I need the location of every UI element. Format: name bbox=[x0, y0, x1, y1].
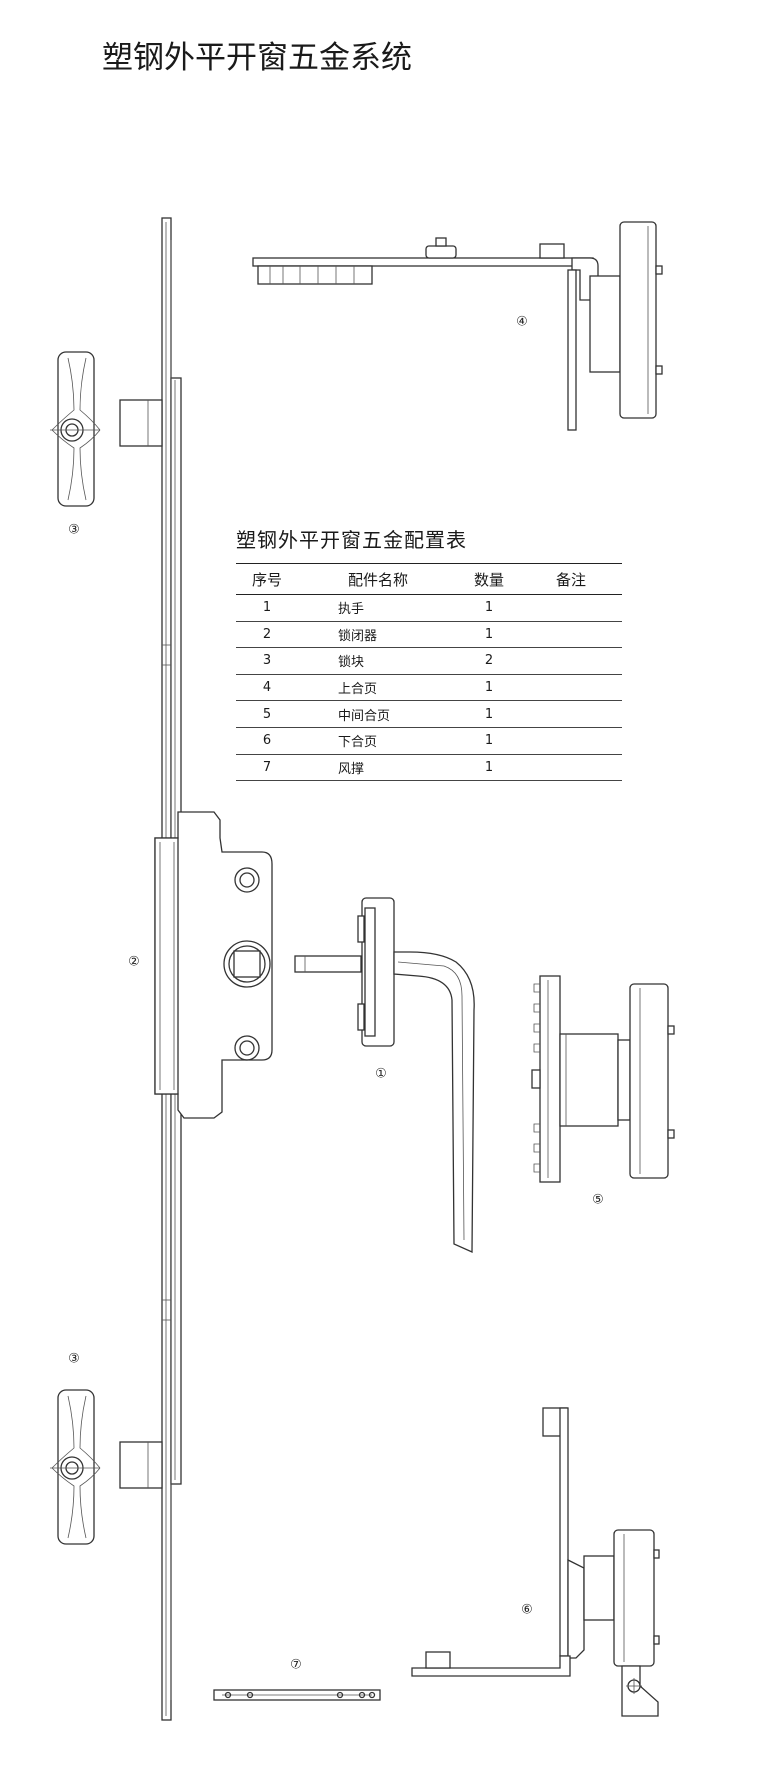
row-name: 上合页 bbox=[298, 674, 458, 702]
middle-hinge-drawing bbox=[531, 975, 675, 1183]
row-qty: 2 bbox=[458, 647, 520, 675]
handle-drawing bbox=[294, 897, 475, 1253]
svg-text:②: ② bbox=[128, 955, 140, 970]
callout-lock-bar: ② bbox=[128, 955, 140, 970]
row-qty: 1 bbox=[458, 594, 520, 622]
row-no: 1 bbox=[236, 594, 298, 622]
table-row: 1 执手 1 bbox=[236, 594, 622, 622]
row-name: 下合页 bbox=[298, 727, 458, 755]
svg-text:⑦: ⑦ bbox=[290, 1658, 302, 1673]
row-qty: 1 bbox=[458, 621, 520, 649]
callout-friction-stay: ⑦ bbox=[290, 1658, 302, 1673]
row-note bbox=[520, 754, 622, 782]
config-table-header-row: 序号 配件名称 数量 备注 bbox=[236, 563, 622, 595]
row-no: 4 bbox=[236, 674, 298, 702]
table-row: 3 锁块 2 bbox=[236, 647, 622, 675]
lock-block-bottom-drawing bbox=[50, 1389, 163, 1545]
config-table-block: 塑钢外平开窗五金配置表 序号 配件名称 数量 备注 1 执手 1 2 锁闭器 1 bbox=[236, 524, 622, 782]
row-note bbox=[520, 727, 622, 755]
table-row: 6 下合页 1 bbox=[236, 727, 622, 755]
callout-bottom-hinge: ⑥ bbox=[521, 1603, 533, 1618]
table-row: 4 上合页 1 bbox=[236, 674, 622, 702]
row-no: 6 bbox=[236, 727, 298, 755]
row-name: 中间合页 bbox=[298, 700, 458, 728]
table-row: 7 风撑 1 bbox=[236, 754, 622, 782]
row-qty: 1 bbox=[458, 700, 520, 728]
row-note bbox=[520, 700, 622, 728]
friction-stay-drawing bbox=[213, 1689, 381, 1701]
row-no: 7 bbox=[236, 754, 298, 782]
row-no: 3 bbox=[236, 647, 298, 675]
row-name: 锁闭器 bbox=[298, 621, 458, 649]
row-note bbox=[520, 674, 622, 702]
callout-lock-block-top: ③ bbox=[68, 523, 80, 538]
row-qty: 1 bbox=[458, 727, 520, 755]
header-name: 配件名称 bbox=[298, 563, 458, 595]
svg-text:③: ③ bbox=[68, 523, 80, 538]
row-qty: 1 bbox=[458, 754, 520, 782]
row-name: 执手 bbox=[298, 594, 458, 622]
config-table-title: 塑钢外平开窗五金配置表 bbox=[236, 528, 467, 552]
lock-block-top-drawing bbox=[50, 351, 163, 507]
callout-lock-block-bottom: ③ bbox=[68, 1352, 80, 1367]
row-name: 锁块 bbox=[298, 647, 458, 675]
svg-text:⑥: ⑥ bbox=[521, 1603, 533, 1618]
gearbox-drawing bbox=[154, 811, 273, 1119]
row-name: 风撑 bbox=[298, 754, 458, 782]
svg-text:⑤: ⑤ bbox=[592, 1193, 604, 1208]
page-title: 塑钢外平开窗五金系统 bbox=[102, 40, 412, 76]
callout-middle-hinge: ⑤ bbox=[592, 1193, 604, 1208]
row-note bbox=[520, 621, 622, 649]
table-row: 2 锁闭器 1 bbox=[236, 621, 622, 649]
row-note bbox=[520, 647, 622, 675]
table-row: 5 中间合页 1 bbox=[236, 700, 622, 728]
header-qty: 数量 bbox=[458, 563, 520, 595]
svg-text:③: ③ bbox=[68, 1352, 80, 1367]
row-no: 2 bbox=[236, 621, 298, 649]
row-note bbox=[520, 594, 622, 622]
row-no: 5 bbox=[236, 700, 298, 728]
svg-text:④: ④ bbox=[516, 315, 528, 330]
config-table: 序号 配件名称 数量 备注 1 执手 1 2 锁闭器 1 3 锁块 bbox=[236, 563, 622, 782]
top-hinge-drawing bbox=[252, 221, 663, 431]
callout-handle: ① bbox=[375, 1067, 387, 1082]
header-note: 备注 bbox=[520, 563, 622, 595]
svg-text:①: ① bbox=[375, 1067, 387, 1082]
bottom-hinge-drawing bbox=[411, 1407, 660, 1717]
row-qty: 1 bbox=[458, 674, 520, 702]
callout-top-hinge: ④ bbox=[516, 315, 528, 330]
header-no: 序号 bbox=[236, 563, 298, 595]
